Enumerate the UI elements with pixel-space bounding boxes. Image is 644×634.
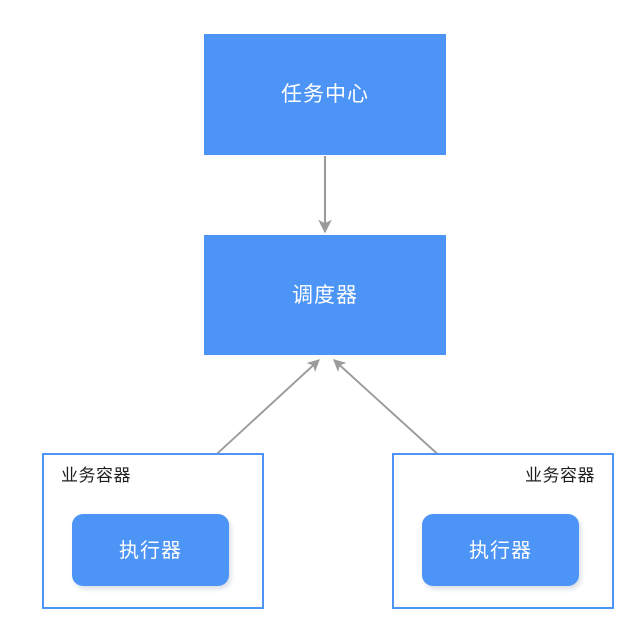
- container-business-right[interactable]: 业务容器 执行器: [392, 453, 614, 609]
- node-scheduler[interactable]: 调度器: [204, 235, 446, 355]
- container-business-left[interactable]: 业务容器 执行器: [42, 453, 264, 609]
- node-task-center-label: 任务中心: [281, 82, 369, 106]
- node-executor-left[interactable]: 执行器: [72, 514, 229, 586]
- node-executor-right[interactable]: 执行器: [422, 514, 579, 586]
- container-business-right-label: 业务容器: [525, 466, 595, 486]
- node-task-center[interactable]: 任务中心: [204, 34, 446, 155]
- node-scheduler-label: 调度器: [292, 282, 358, 307]
- container-business-left-label: 业务容器: [61, 466, 131, 486]
- node-executor-left-label: 执行器: [119, 538, 182, 562]
- node-executor-right-label: 执行器: [469, 538, 532, 562]
